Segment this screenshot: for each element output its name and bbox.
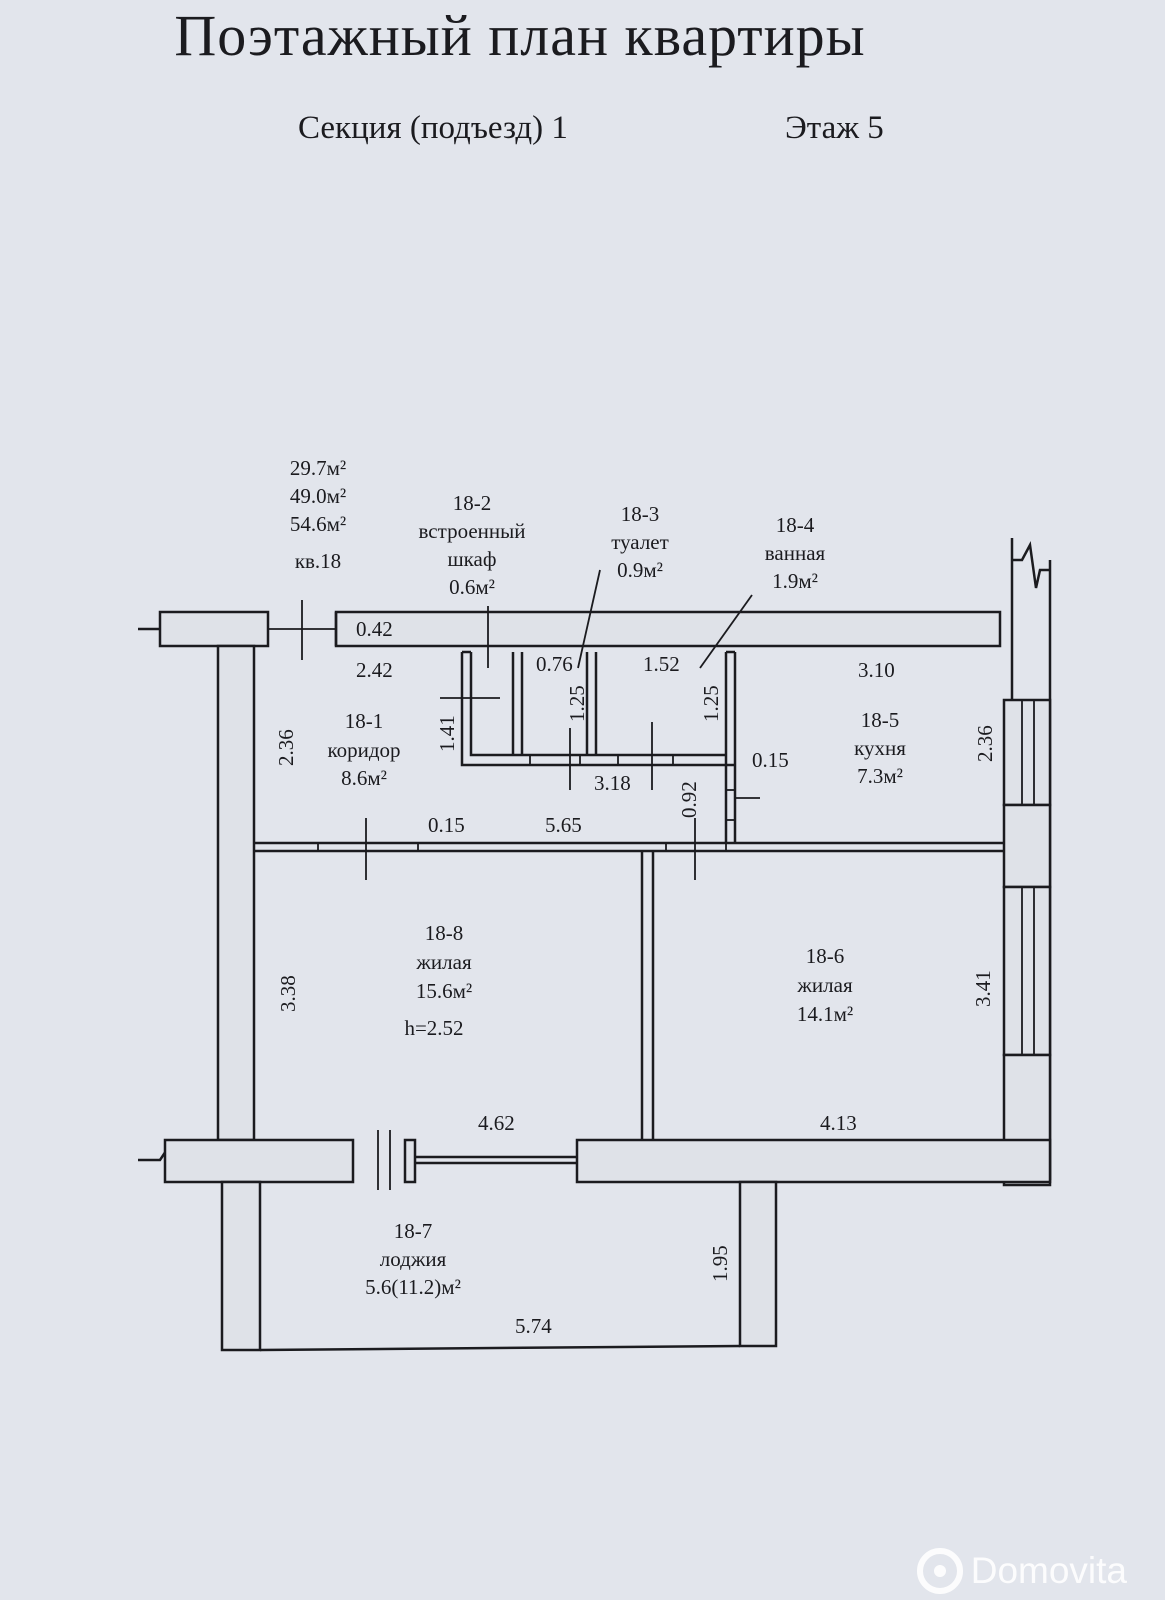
room-18-7-name: лоджия <box>380 1247 447 1271</box>
room-18-2-name1: встроенный <box>419 519 526 543</box>
room-18-3-code: 18-3 <box>621 502 660 526</box>
right-wall <box>1002 538 1052 1187</box>
dim-4-13: 4.13 <box>820 1111 857 1135</box>
room-18-6-code: 18-6 <box>806 944 845 968</box>
room-18-3-name: туалет <box>611 530 669 554</box>
summary-area-2: 49.0м² <box>290 484 346 508</box>
dim-1-52: 1.52 <box>643 652 680 676</box>
room-18-8-height: h=2.52 <box>404 1016 463 1040</box>
apartment-number: кв.18 <box>295 549 341 573</box>
dim-1-25-a: 1.25 <box>565 685 589 722</box>
dimension-marks <box>365 569 760 880</box>
dim-1-95: 1.95 <box>708 1245 732 1282</box>
room-18-5-name: кухня <box>854 736 906 760</box>
dim-5-74: 5.74 <box>515 1314 552 1338</box>
summary-area-3: 54.6м² <box>290 512 346 536</box>
bottom-wall <box>138 1130 1052 1190</box>
top-wall <box>138 600 1002 660</box>
dim-0-76: 0.76 <box>536 652 573 676</box>
room-18-1-name: коридор <box>327 738 400 762</box>
dim-1-25-b: 1.25 <box>699 685 723 722</box>
dim-5-65: 5.65 <box>545 813 582 837</box>
room-18-4-name: ванная <box>765 541 826 565</box>
dim-0-42: 0.42 <box>356 617 393 641</box>
page-title: Поэтажный план квартиры <box>174 3 866 68</box>
room-18-7-code: 18-7 <box>394 1219 433 1243</box>
section-label: Секция (подъезд) 1 <box>298 110 568 146</box>
room-18-5-code: 18-5 <box>861 708 900 732</box>
room-18-2-name2: шкаф <box>448 547 497 571</box>
watermark: Domovita <box>916 1548 1127 1594</box>
left-wall <box>216 644 256 1142</box>
room-18-8-name: жилая <box>415 950 472 974</box>
domovita-logo-icon <box>916 1548 963 1594</box>
dim-0-15-b: 0.15 <box>428 813 465 837</box>
dim-2-36-right: 2.36 <box>973 725 997 762</box>
room-18-2-code: 18-2 <box>453 491 492 515</box>
partitions <box>254 650 1004 1140</box>
dim-3-41: 3.41 <box>971 970 995 1007</box>
room-18-4-code: 18-4 <box>776 513 815 537</box>
dim-2-36-left: 2.36 <box>274 729 298 766</box>
room-18-1-area: 8.6м² <box>341 766 387 790</box>
room-18-1-code: 18-1 <box>345 709 384 733</box>
room-18-7-area: 5.6(11.2)м² <box>365 1275 461 1299</box>
room-18-5-area: 7.3м² <box>857 764 903 788</box>
dim-3-18: 3.18 <box>594 771 631 795</box>
dim-1-41: 1.41 <box>435 715 459 752</box>
floor-label: Этаж 5 <box>785 110 884 146</box>
room-18-6-area: 14.1м² <box>797 1002 853 1026</box>
loggia <box>220 1180 778 1352</box>
dim-3-10: 3.10 <box>858 658 895 682</box>
room-18-3-area: 0.9м² <box>617 558 663 582</box>
watermark-text: Domovita <box>970 1550 1127 1591</box>
summary-area-1: 29.7м² <box>290 456 346 480</box>
living-window <box>1002 885 1052 1057</box>
dim-0-15-a: 0.15 <box>752 748 789 772</box>
dim-2-42: 2.42 <box>356 658 393 682</box>
kitchen-window <box>1002 698 1052 807</box>
room-18-2-area: 0.6м² <box>449 575 495 599</box>
dim-4-62: 4.62 <box>478 1111 515 1135</box>
dim-3-38: 3.38 <box>276 975 300 1012</box>
room-18-8-area: 15.6м² <box>416 979 472 1003</box>
room-18-8-code: 18-8 <box>425 921 464 945</box>
room-18-4-area: 1.9м² <box>772 569 818 593</box>
room-18-6-name: жилая <box>796 973 853 997</box>
dim-0-92: 0.92 <box>677 781 701 818</box>
